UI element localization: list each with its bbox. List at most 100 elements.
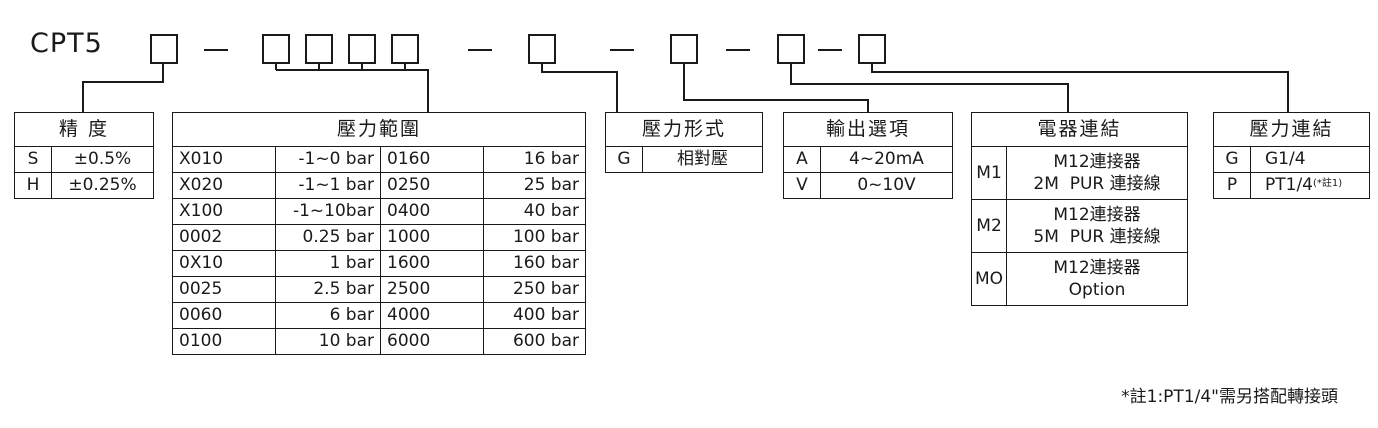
connection-value: G1/4 (1250, 146, 1370, 173)
pressure-type-value: 相對壓 (642, 146, 763, 173)
range-code: 2500 (380, 276, 484, 303)
range-code: 1600 (380, 250, 484, 277)
pressure-type-table: 壓力形式 G 相對壓 (605, 112, 763, 173)
model-name: CPT5 (30, 28, 103, 59)
output-value: 4~20mA (820, 146, 953, 173)
electrical-code: M1 (970, 146, 1008, 200)
range-value: 160 bar (483, 250, 586, 277)
connection-code: G (1213, 146, 1251, 173)
code-box-range-4 (391, 34, 419, 64)
range-code: 0060 (172, 302, 276, 329)
range-code: X100 (172, 198, 276, 225)
table-row: S ±0.5% (14, 146, 154, 173)
range-code: 4000 (380, 302, 484, 329)
pressure-connection-title: 壓力連結 (1213, 112, 1370, 147)
connection-code: P (1213, 172, 1251, 199)
table-row: V 0~10V (783, 172, 953, 199)
accuracy-value: ±0.25% (51, 172, 154, 199)
code-box-electrical (777, 34, 805, 64)
range-value: 25 bar (483, 172, 586, 199)
range-value: 100 bar (483, 224, 586, 251)
code-dash (468, 49, 492, 51)
code-box-output (670, 34, 698, 64)
range-code: 0X10 (172, 250, 276, 277)
range-value: 1 bar (275, 250, 381, 277)
range-code: 1000 (380, 224, 484, 251)
range-code: 0025 (172, 276, 276, 303)
range-value: 40 bar (483, 198, 586, 225)
accuracy-code: S (14, 146, 52, 173)
code-box-range-2 (305, 34, 333, 64)
electrical-line2: 5M PUR 連接線 (1033, 227, 1161, 247)
pressure-range-title: 壓力範圍 (172, 112, 586, 147)
code-dash (610, 49, 634, 51)
range-code: 0400 (380, 198, 484, 225)
range-value: 10 bar (275, 328, 381, 355)
range-value: 400 bar (483, 302, 586, 329)
code-box-range-1 (262, 34, 290, 64)
accuracy-table: 精 度 S ±0.5% H ±0.25% (14, 112, 154, 199)
code-box-connection (858, 34, 886, 64)
code-box-accuracy (150, 34, 178, 64)
electrical-title: 電器連結 (971, 112, 1188, 147)
range-code: 0100 (172, 328, 276, 355)
electrical-line2: 2M PUR 連接線 (1033, 174, 1161, 194)
table-row: G 相對壓 (605, 146, 763, 173)
range-value: -1~10bar (275, 198, 381, 225)
table-row: G G1/4 (1213, 146, 1370, 173)
range-value: 250 bar (483, 276, 586, 303)
range-code: 6000 (380, 328, 484, 355)
electrical-line1: M12連接器 (1053, 151, 1141, 172)
code-box-pressure-type (528, 34, 556, 64)
range-value: 6 bar (275, 302, 381, 329)
table-row: A 4~20mA (783, 146, 953, 173)
electrical-line2: Option (1068, 280, 1126, 300)
output-title: 輸出選項 (783, 112, 953, 147)
range-value: 2.5 bar (275, 276, 381, 303)
range-value: 600 bar (483, 328, 586, 355)
range-code: 0250 (380, 172, 484, 199)
footnote: *註1:PT1/4"需另搭配轉接頭 (1121, 387, 1338, 407)
range-code: 0160 (380, 146, 484, 173)
table-row: H ±0.25% (14, 172, 154, 199)
output-code: V (783, 172, 821, 199)
accuracy-value: ±0.5% (51, 146, 154, 173)
range-value: -1~0 bar (275, 146, 381, 173)
pressure-connection-table: 壓力連結 G G1/4 P PT1/4(*註1) (1213, 112, 1370, 199)
range-value: 16 bar (483, 146, 586, 173)
range-value: -1~1 bar (275, 172, 381, 199)
connection-value: PT1/4 (1265, 175, 1313, 196)
range-code: 0002 (172, 224, 276, 251)
connection-note: (*註1) (1313, 178, 1343, 190)
accuracy-title: 精 度 (14, 112, 154, 147)
pressure-type-title: 壓力形式 (605, 112, 763, 147)
output-table: 輸出選項 A 4~20mA V 0~10V (783, 112, 953, 199)
range-value: 0.25 bar (275, 224, 381, 251)
table-row: P PT1/4(*註1) (1213, 172, 1370, 199)
code-dash (726, 49, 750, 51)
range-code: X020 (172, 172, 276, 199)
output-code: A (783, 146, 821, 173)
code-dash (204, 49, 228, 51)
electrical-code: MO (970, 252, 1008, 306)
output-value: 0~10V (820, 172, 953, 199)
electrical-code: M2 (970, 199, 1008, 253)
accuracy-code: H (14, 172, 52, 199)
electrical-line1: M12連接器 (1053, 257, 1141, 278)
code-dash (818, 49, 842, 51)
pressure-type-code: G (605, 146, 643, 173)
electrical-line1: M12連接器 (1053, 204, 1141, 225)
